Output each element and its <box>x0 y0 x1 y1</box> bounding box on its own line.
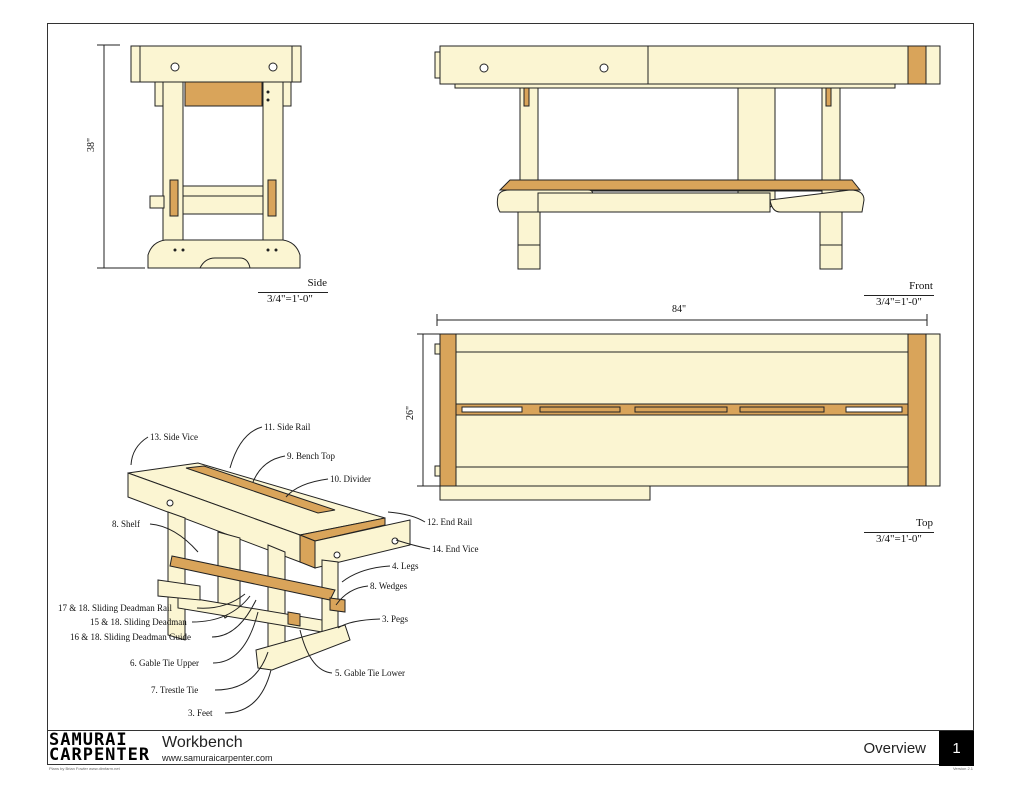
part-label-gable-tie-upper: 6. Gable Tie Upper <box>130 658 199 668</box>
part-label-sliding-deadman-guide: 16 & 18. Sliding Deadman Guide <box>70 632 191 642</box>
side-view <box>97 44 302 269</box>
title-block: SAMURAI CARPENTER Plans by Brian Fowler … <box>47 730 974 771</box>
part-label-feet: 3. Feet <box>188 708 213 718</box>
part-label-wedges: 8. Wedges <box>370 581 408 591</box>
part-label-divider: 10. Divider <box>330 474 371 484</box>
front-view-title: Front <box>909 280 933 292</box>
side-title-rule <box>258 292 328 293</box>
top-view-title: Top <box>916 517 933 529</box>
part-label-legs: 4. Legs <box>392 561 419 571</box>
part-label-side-vice: 13. Side Vice <box>150 432 199 442</box>
part-label-trestle-tie: 7. Trestle Tie <box>151 685 199 695</box>
front-title-rule <box>864 295 934 296</box>
top-length-dim: 84" <box>672 304 687 315</box>
part-label-sliding-deadman: 15 & 18. Sliding Deadman <box>90 617 187 627</box>
sheet-number: 1 <box>939 731 974 766</box>
logo-line-1: SAMURAI <box>49 730 128 750</box>
front-view <box>434 45 941 270</box>
top-width-dim: 26" <box>405 405 416 420</box>
part-label-pegs: 3. Pegs <box>382 614 409 624</box>
top-title-rule <box>864 532 934 533</box>
top-view <box>417 314 941 501</box>
credit-text: Plans by Brian Fowler www.dimfarm.net <box>49 766 120 771</box>
top-view-scale: 3/4"=1'-0" <box>876 533 922 545</box>
sheet-name: Overview <box>863 740 926 757</box>
part-label-sliding-deadman-rail: 17 & 18. Sliding Deadman Rail <box>58 603 172 613</box>
front-view-scale: 3/4"=1'-0" <box>876 296 922 308</box>
logo-line-2: CARPENTER <box>49 745 151 765</box>
isometric-view <box>127 462 411 671</box>
project-url[interactable]: www.samuraicarpenter.com <box>162 753 273 763</box>
drawing-sheet <box>47 23 974 765</box>
part-label-bench-top: 9. Bench Top <box>287 451 335 461</box>
part-label-end-rail: 12. End Rail <box>427 517 473 527</box>
side-view-scale: 3/4"=1'-0" <box>267 293 313 305</box>
samurai-carpenter-logo: SAMURAI CARPENTER <box>49 730 151 765</box>
side-view-title: Side <box>307 277 327 289</box>
version-text: Version 2.1 <box>952 766 973 771</box>
project-title: Workbench <box>162 734 243 751</box>
part-label-end-vice: 14. End Vice <box>432 544 479 554</box>
side-height-dim: 38" <box>86 137 97 152</box>
part-label-gable-tie-lower: 5. Gable Tie Lower <box>335 668 405 678</box>
part-label-side-rail: 11. Side Rail <box>264 422 311 432</box>
leader-lines <box>130 426 431 714</box>
part-label-shelf: 8. Shelf <box>112 519 140 529</box>
